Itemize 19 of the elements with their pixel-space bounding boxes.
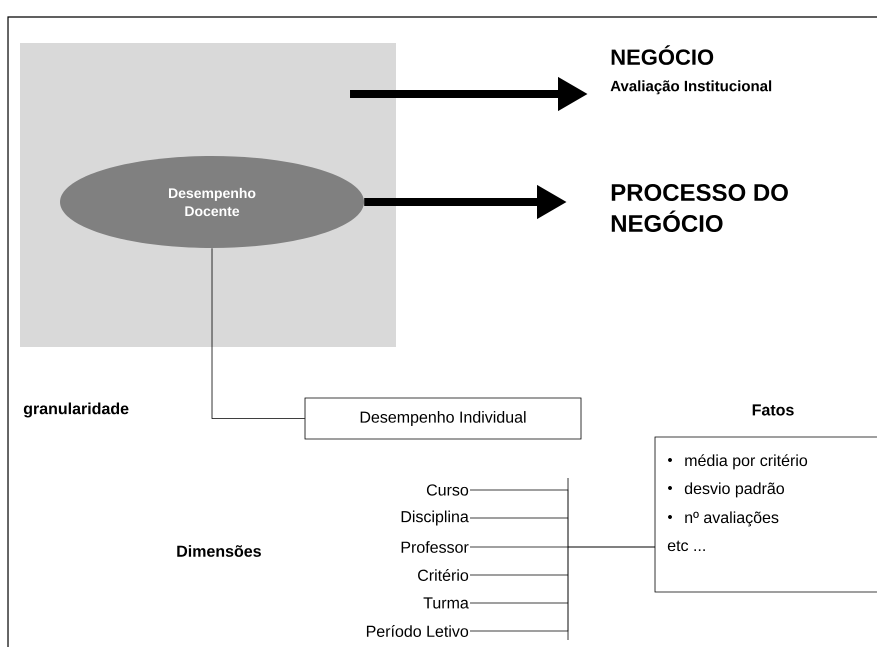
node-label: nº avaliações	[685, 511, 778, 526]
heading-text: NEGÓCIO Avaliação Institucional	[610, 45, 772, 94]
label-text: granularidade	[24, 402, 128, 418]
dimension-label: Período Letivo	[366, 625, 468, 637]
dimension-label: Professor	[402, 541, 469, 553]
facts-box: Fatos média por critério desvio padrão nº avaliações etc ...	[654, 404, 877, 592]
connector-line	[470, 546, 656, 632]
dimension-label: Critério	[418, 569, 468, 581]
dimension-label: Disciplina	[402, 510, 469, 526]
node-label: média por critério	[685, 454, 808, 470]
node-label: Fatos	[752, 404, 794, 416]
node-label: etc ...	[668, 540, 705, 552]
node-label: desvio padrão	[684, 482, 784, 498]
dimension-label: Curso	[426, 484, 468, 496]
label-text: Dimensões	[177, 545, 261, 557]
text-box: Desempenho Individual	[304, 398, 582, 440]
dimension-label: Turma	[424, 597, 469, 609]
heading-text: PROCESSO DO NEGÓCIO	[612, 184, 788, 232]
connector-line	[212, 248, 305, 419]
